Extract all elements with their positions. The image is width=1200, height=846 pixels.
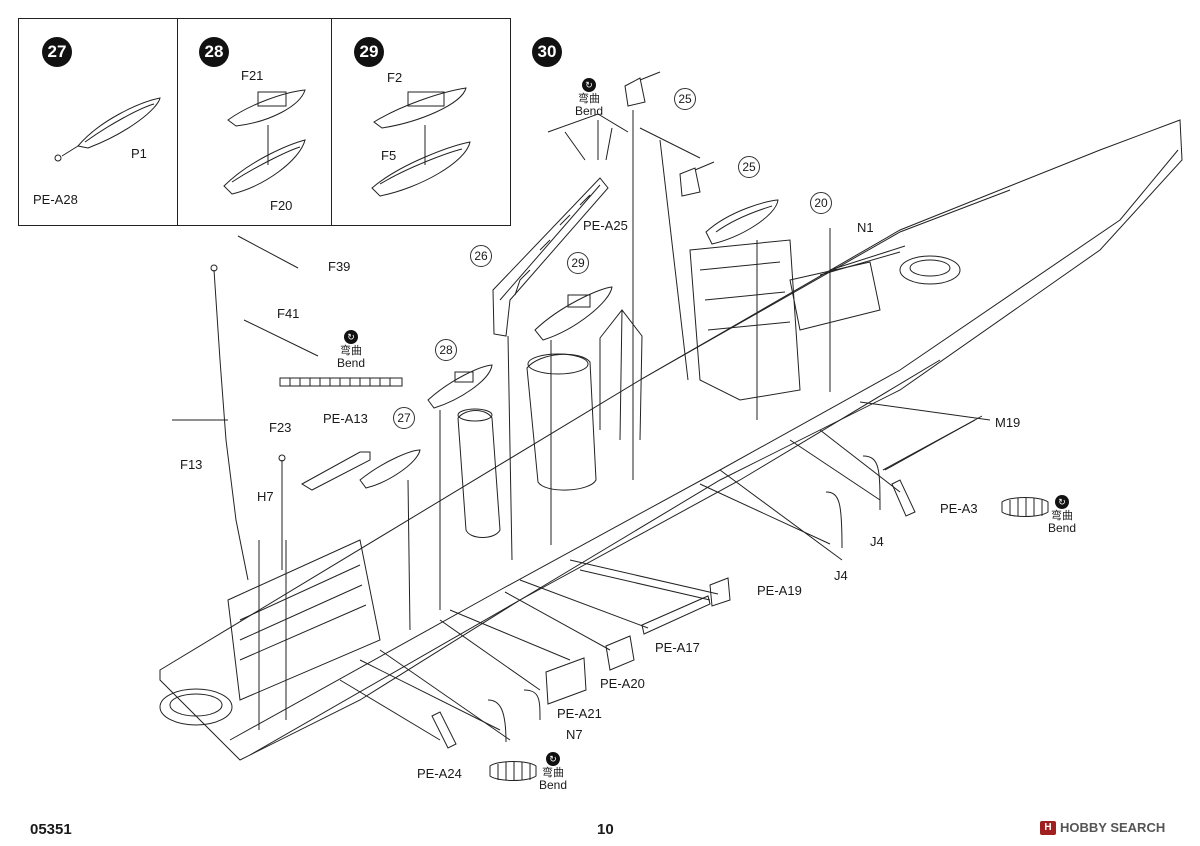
part-label-m19: M19 — [995, 415, 1021, 430]
part-label-pe-a28: PE-A28 — [33, 192, 78, 207]
bend-arrow-icon: ↻ — [344, 330, 358, 344]
step-28-badge: 28 — [199, 37, 229, 67]
step-27-badge: 27 — [42, 37, 72, 67]
part-label-h7: H7 — [257, 489, 274, 504]
part-label-f5: F5 — [381, 148, 397, 163]
boat-f20-drawing — [223, 139, 306, 195]
step-29-panel — [331, 18, 511, 226]
step-29-badge: 29 — [354, 37, 384, 67]
callout-20: 20 — [810, 192, 832, 214]
part-label-f20: F20 — [270, 198, 293, 213]
part-label-pe-a19: PE-A19 — [757, 583, 802, 598]
bend-cn-text: 弯曲 — [340, 345, 362, 357]
part-label-f13: F13 — [180, 457, 203, 472]
part-label-pe-a17: PE-A17 — [655, 640, 700, 655]
callout-26: 26 — [470, 245, 492, 267]
bend-en-text: Bend — [574, 104, 604, 118]
page-number: 10 — [597, 821, 614, 838]
ship-hull-drawing — [159, 71, 1183, 781]
callout-25-lower: 25 — [738, 156, 760, 178]
boat-p1-drawing — [54, 97, 161, 162]
part-label-f41: F41 — [277, 306, 300, 321]
part-label-j4-lower: J4 — [834, 568, 848, 583]
callout-29: 29 — [567, 252, 589, 274]
watermark-text: HOBBY SEARCH — [1060, 820, 1166, 835]
boat-f5-drawing — [371, 141, 471, 197]
bend-arrow-icon: ↻ — [546, 752, 560, 766]
part-label-pe-a20: PE-A20 — [600, 676, 645, 691]
part-label-pe-a21: PE-A21 — [557, 706, 602, 721]
part-label-j4-upper: J4 — [870, 534, 884, 549]
bend-cn-text: 弯曲 — [542, 767, 564, 779]
bend-en-text: Bend — [336, 356, 366, 370]
watermark: H HOBBY SEARCH — [1040, 820, 1165, 835]
part-label-pe-a24: PE-A24 — [417, 766, 462, 781]
bend-note-pe-a3: ↻ 弯曲 Bend — [1042, 495, 1082, 534]
part-label-f2: F2 — [387, 70, 403, 85]
bend-arrow-icon: ↻ — [1055, 495, 1069, 509]
callout-28: 28 — [435, 339, 457, 361]
part-label-n1: N1 — [857, 220, 874, 235]
boat-f2-drawing — [373, 87, 467, 129]
step-30-badge: 30 — [532, 37, 562, 67]
boat-f21-drawing — [227, 89, 306, 127]
part-label-pe-a3: PE-A3 — [940, 501, 978, 516]
callout-25-upper: 25 — [674, 88, 696, 110]
bend-note-top: ↻ 弯曲 Bend — [569, 78, 609, 117]
part-label-f39: F39 — [328, 259, 351, 274]
part-label-f21: F21 — [241, 68, 264, 83]
part-label-pe-a13: PE-A13 — [323, 411, 368, 426]
callout-27: 27 — [393, 407, 415, 429]
bend-en-text: Bend — [1047, 521, 1077, 535]
part-label-p1: P1 — [131, 146, 147, 161]
bend-en-text: Bend — [538, 778, 568, 792]
bend-arrow-icon: ↻ — [582, 78, 596, 92]
part-label-n7: N7 — [566, 727, 583, 742]
kit-code: 05351 — [30, 821, 72, 838]
bend-note-pe-a24: ↻ 弯曲 Bend — [533, 752, 573, 791]
bend-note-pe-a13: ↻ 弯曲 Bend — [331, 330, 371, 369]
bend-cn-text: 弯曲 — [578, 93, 600, 105]
part-label-pe-a25: PE-A25 — [583, 218, 628, 233]
hobby-search-logo-icon: H — [1040, 820, 1056, 835]
bend-cn-text: 弯曲 — [1051, 510, 1073, 522]
part-label-f23: F23 — [269, 420, 292, 435]
